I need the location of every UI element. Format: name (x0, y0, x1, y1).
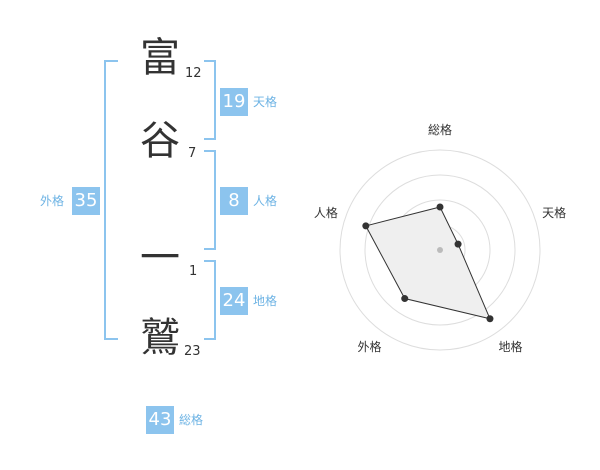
chikaku-value: 24 (220, 287, 248, 315)
tenkaku-label: 天格 (253, 95, 278, 109)
name-char-1: 富 (140, 35, 180, 81)
soukaku-label: 総格 (179, 413, 204, 427)
tenkaku-value: 19 (220, 88, 248, 116)
stroke-count-2: 7 (188, 146, 197, 161)
gaikaku-label: 外格 (40, 194, 65, 208)
name-char-2: 谷 (140, 118, 180, 164)
chikaku-bracket (204, 260, 216, 340)
axis-label-chikaku: 地格 (499, 339, 523, 354)
radar-ring (339, 149, 541, 351)
radar-points (362, 203, 494, 323)
chikaku-label: 地格 (253, 294, 278, 308)
jinkaku-bracket (204, 150, 216, 250)
soukaku-value: 43 (146, 406, 174, 434)
radar-ring (364, 174, 516, 326)
radar-area (365, 206, 491, 320)
stroke-count-1: 12 (185, 66, 202, 81)
radar-point-1 (454, 240, 462, 248)
name-char-3: 一 (140, 235, 180, 281)
radar-point-4 (362, 222, 370, 230)
gaikaku-value: 35 (72, 187, 100, 215)
stroke-count-4: 23 (184, 344, 201, 359)
stroke-count-3: 1 (189, 264, 198, 279)
name-char-4: 鷲 (140, 315, 180, 361)
axis-label-tenkaku: 天格 (542, 205, 566, 220)
radar-point-0 (436, 203, 444, 211)
axis-label-jinkaku: 人格 (314, 205, 338, 220)
radar-point-3 (401, 295, 409, 303)
radar-chart: 総格 天格 地格 外格 人格 (314, 122, 566, 354)
jinkaku-value: 8 (220, 187, 248, 215)
tenkaku-bracket (204, 60, 216, 140)
gaikaku-bracket (104, 60, 118, 340)
radar-point-2 (486, 315, 494, 323)
jinkaku-label: 人格 (253, 194, 278, 208)
radar-center-dot (437, 247, 443, 253)
axis-label-soukaku: 総格 (428, 122, 452, 137)
axis-label-gaikaku: 外格 (357, 339, 381, 354)
